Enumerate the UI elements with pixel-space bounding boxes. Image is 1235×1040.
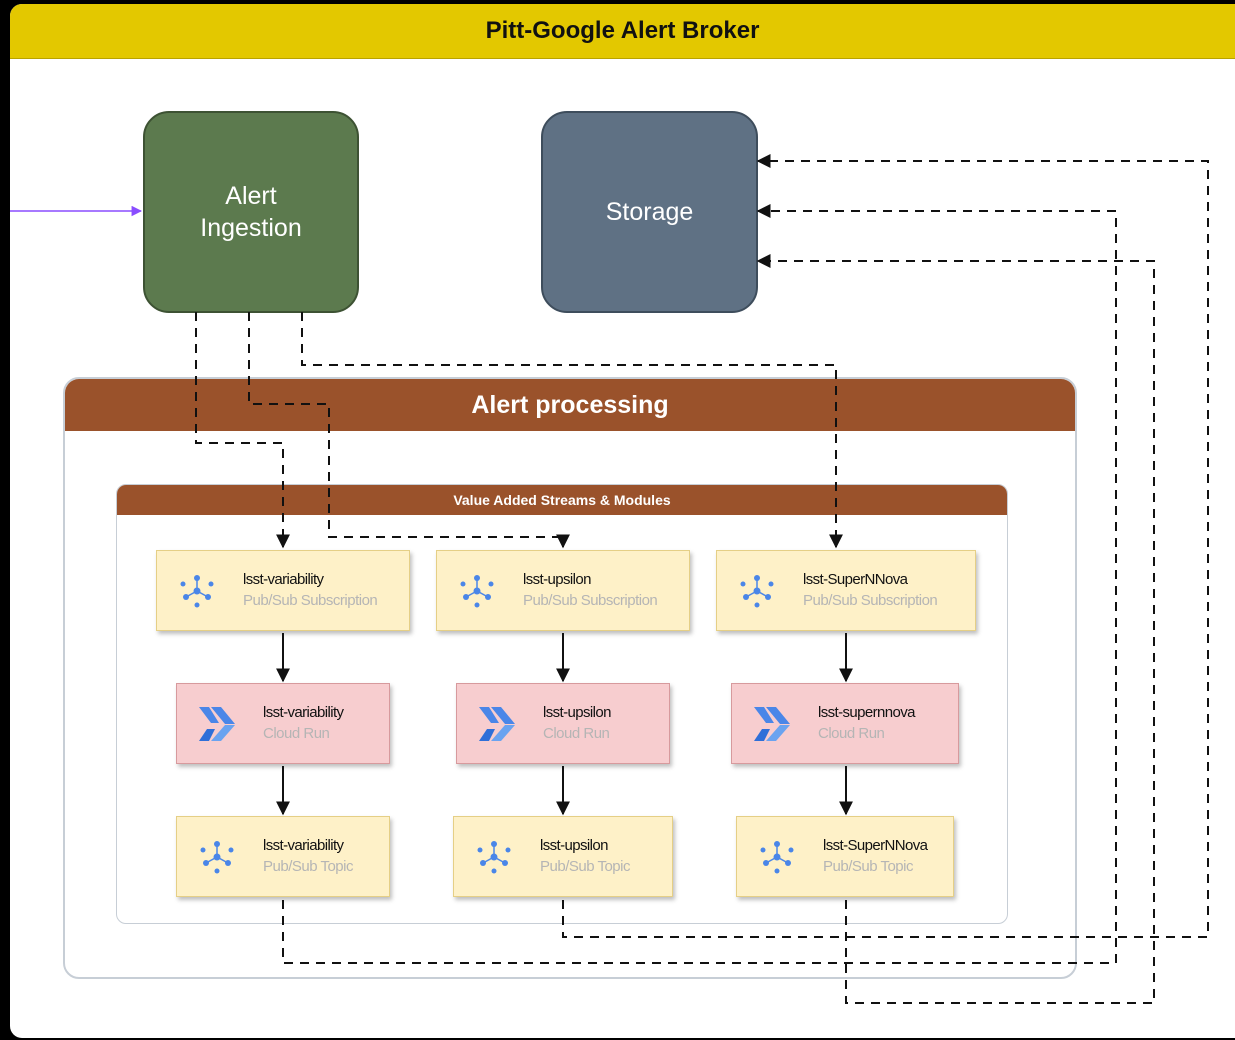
pubsub-icon [740, 575, 774, 608]
service-name: lsst-variability [263, 704, 344, 721]
pubsub-icon [760, 841, 794, 874]
service-type: Pub/Sub Topic [540, 858, 630, 875]
service-name: lsst-SuperNNova [823, 837, 928, 854]
storage-label: Storage [605, 198, 694, 226]
service-type: Cloud Run [263, 725, 330, 742]
service-name: lsst-upsilon [540, 837, 608, 854]
supernnova-subscription-node[interactable]: lsst-SuperNNova Pub/Sub Subscription [716, 550, 976, 631]
service-name: lsst-upsilon [543, 704, 611, 721]
upsilon-cloudrun-node[interactable]: lsst-upsilon Cloud Run [456, 683, 670, 764]
upsilon-topic-node[interactable]: lsst-upsilon Pub/Sub Topic [453, 816, 673, 897]
service-name: lsst-variability [243, 571, 324, 588]
service-type: Cloud Run [543, 725, 610, 742]
service-type: Pub/Sub Topic [823, 858, 913, 875]
variability-subscription-node[interactable]: lsst-variability Pub/Sub Subscription [156, 550, 410, 631]
cloud-run-icon [479, 707, 515, 741]
service-type: Pub/Sub Subscription [243, 592, 378, 609]
service-name: lsst-supernnova [818, 704, 915, 721]
pubsub-icon [460, 575, 494, 608]
service-type: Pub/Sub Subscription [523, 592, 658, 609]
service-name: lsst-variability [263, 837, 344, 854]
alert-ingestion-node[interactable]: Alert Ingestion [143, 111, 359, 313]
diagram-canvas: Pitt-Google Alert Broker Alert processin… [10, 4, 1235, 1038]
supernnova-cloudrun-node[interactable]: lsst-supernnova Cloud Run [731, 683, 959, 764]
pubsub-icon [200, 841, 234, 874]
pubsub-icon [477, 841, 511, 874]
title-bar: Pitt-Google Alert Broker [10, 4, 1235, 59]
pubsub-icon [180, 575, 214, 608]
storage-node[interactable]: Storage [541, 111, 758, 313]
cloud-run-icon [754, 707, 790, 741]
alert-ingestion-label-line2: Ingestion [200, 214, 302, 242]
supernnova-topic-node[interactable]: lsst-SuperNNova Pub/Sub Topic [736, 816, 954, 897]
service-name: lsst-SuperNNova [803, 571, 908, 588]
diagram-title: Pitt-Google Alert Broker [485, 17, 760, 44]
variability-cloudrun-node[interactable]: lsst-variability Cloud Run [176, 683, 390, 764]
value-added-streams-header: Value Added Streams & Modules [117, 485, 1007, 515]
service-name: lsst-upsilon [523, 571, 591, 588]
upsilon-subscription-node[interactable]: lsst-upsilon Pub/Sub Subscription [436, 550, 690, 631]
service-type: Cloud Run [818, 725, 885, 742]
alert-processing-header: Alert processing [65, 379, 1075, 431]
service-type: Pub/Sub Topic [263, 858, 353, 875]
cloud-run-icon [199, 707, 235, 741]
service-type: Pub/Sub Subscription [803, 592, 938, 609]
variability-topic-node[interactable]: lsst-variability Pub/Sub Topic [176, 816, 390, 897]
alert-ingestion-label-line1: Alert [225, 182, 277, 210]
